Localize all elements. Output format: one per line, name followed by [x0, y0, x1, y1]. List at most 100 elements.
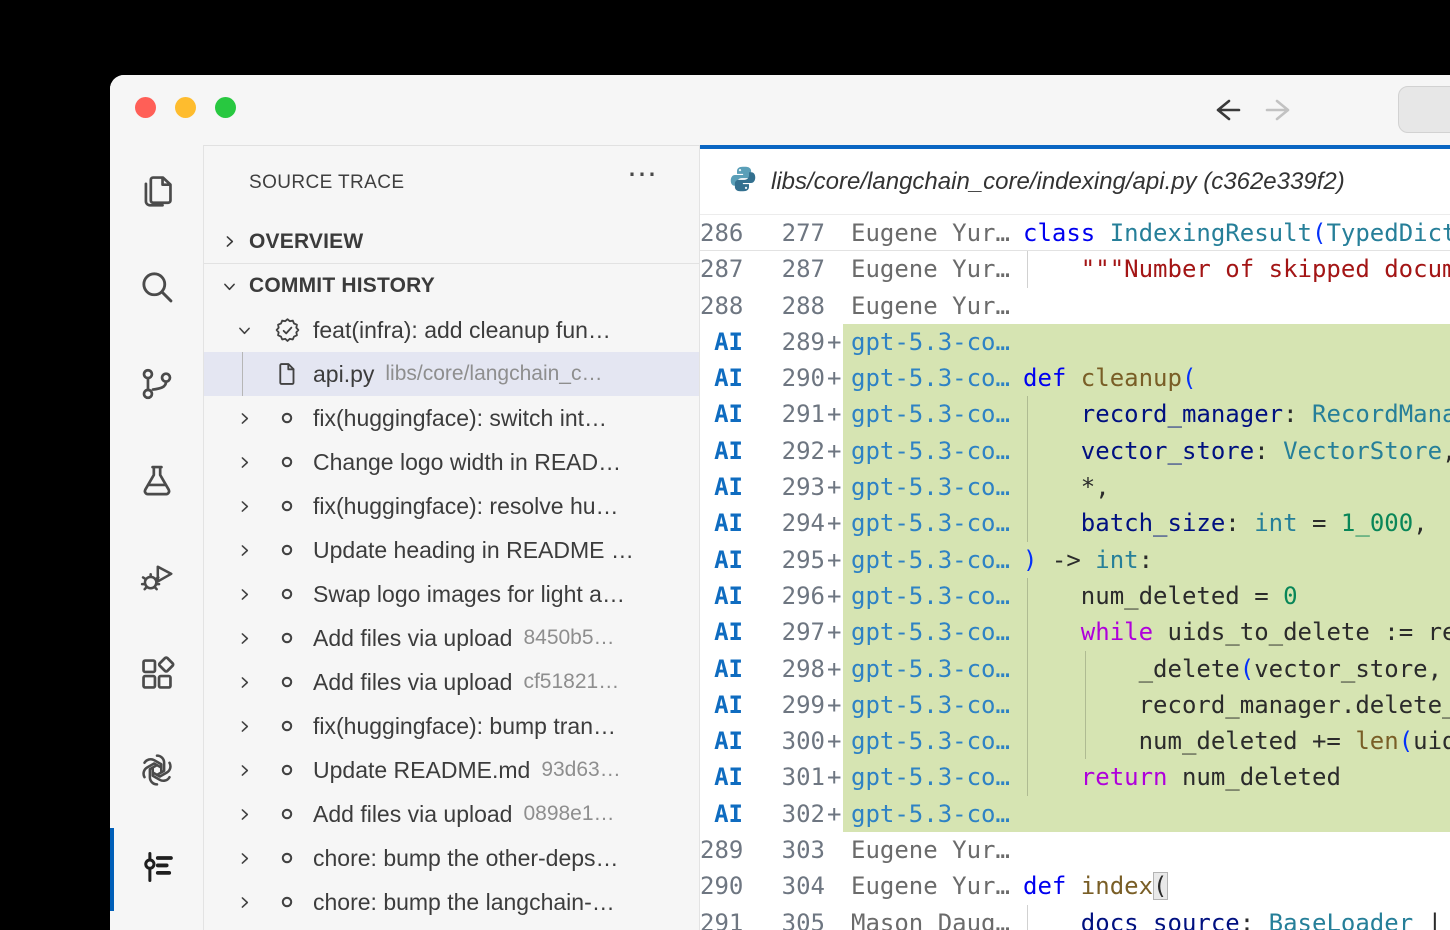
- code-token: (: [1181, 364, 1197, 393]
- chevron-down-icon: [216, 278, 242, 295]
- tree-commit-item[interactable]: chore: bump the other-deps…: [204, 836, 699, 880]
- code-line[interactable]: AI 289 + gpt-5.3-co…: [700, 323, 1450, 361]
- activity-item-explorer[interactable]: [110, 145, 203, 242]
- tree-commit-item[interactable]: Add files via upload 0898e1…: [204, 792, 699, 836]
- code-line[interactable]: AI 301 + gpt-5.3-co… return num_deleted: [700, 759, 1450, 796]
- code-token: def: [1023, 364, 1081, 393]
- tree-commit-item[interactable]: Update heading in README …: [204, 528, 699, 572]
- code-line[interactable]: AI 296 + gpt-5.3-co… num_deleted = 0: [700, 577, 1450, 615]
- blame-author: Eugene Yur…: [851, 255, 1010, 284]
- old-line-number: AI: [714, 473, 743, 502]
- tree-commit-item[interactable]: Add files via upload 8450b5…: [204, 616, 699, 660]
- old-line-number: AI: [714, 436, 743, 465]
- code-content: while uids_to_delete := rec: [1023, 614, 1450, 651]
- activity-item-source-trace[interactable]: [110, 821, 203, 918]
- tree-file-api.py[interactable]: api.py libs/core/langchain_c…: [204, 352, 699, 396]
- code-line[interactable]: 289 303 Eugene Yur…: [700, 832, 1450, 868]
- old-line-number: AI: [714, 690, 743, 719]
- source-trace-panel: SOURCE TRACE ⋯ OVERVIEW COMMIT HISTORY f…: [203, 145, 700, 930]
- arrow-left-icon: [1216, 99, 1241, 121]
- close-button[interactable]: [135, 97, 156, 118]
- code-line[interactable]: 286 277 Eugene Yur… class IndexingResult…: [700, 215, 1450, 252]
- command-center[interactable]: [1398, 86, 1450, 133]
- code-line[interactable]: AI 298 + gpt-5.3-co… _delete(vector_stor…: [700, 650, 1450, 687]
- zoom-button[interactable]: [215, 97, 236, 118]
- code-line[interactable]: AI 293 + gpt-5.3-co… *,: [700, 469, 1450, 506]
- commit-circle-icon: [270, 894, 304, 910]
- code-line[interactable]: AI 294 + gpt-5.3-co… batch_size: int = 1…: [700, 505, 1450, 542]
- added-line-marker: +: [827, 327, 842, 356]
- old-line-number: AI: [714, 545, 743, 574]
- indent-guide: [1027, 723, 1028, 760]
- tree-commit-item[interactable]: fix(huggingface): switch int…: [204, 396, 699, 440]
- old-line-number: 286: [700, 219, 744, 247]
- added-line-marker: +: [827, 364, 842, 393]
- blame-author: Eugene Yur…: [851, 291, 1010, 320]
- tree-commit-item[interactable]: Add files via upload cf51821…: [204, 660, 699, 704]
- code-token: record_manager.delete_k: [1023, 690, 1450, 719]
- tree-commit-item[interactable]: Swap logo images for light a…: [204, 572, 699, 616]
- more-actions-button[interactable]: ⋯: [627, 158, 659, 191]
- code-token: docs_source: [1080, 908, 1240, 930]
- tree-commit-item[interactable]: feat(infra): add cleanup fun…: [204, 308, 699, 352]
- code-line[interactable]: AI 302 + gpt-5.3-co…: [700, 795, 1450, 833]
- code-line[interactable]: AI 291 + gpt-5.3-co… record_manager: Rec…: [700, 396, 1450, 433]
- code-line[interactable]: AI 297 + gpt-5.3-co… while uids_to_delet…: [700, 614, 1450, 651]
- indent-guide: [1027, 614, 1028, 651]
- code-token: uids_to_delete := rec: [1167, 618, 1450, 647]
- tree-commit-item[interactable]: fix(huggingface): bump tran…: [204, 704, 699, 748]
- back-button[interactable]: [1208, 95, 1242, 125]
- activity-item-run-debug[interactable]: [110, 531, 203, 628]
- chevron-right-icon: [231, 850, 257, 867]
- forward-button[interactable]: [1264, 95, 1298, 125]
- code-token: :: [1283, 400, 1312, 429]
- code-line[interactable]: AI 300 + gpt-5.3-co… num_deleted += len(…: [700, 723, 1450, 760]
- tree-commit-item[interactable]: Change logo width in READ…: [204, 440, 699, 484]
- code-content: _delete(vector_store, u: [1023, 650, 1450, 687]
- tree-commit-item[interactable]: Update README.md 93d63…: [204, 748, 699, 792]
- blame-author: gpt-5.3-co…: [851, 400, 1010, 429]
- code-token: :: [1225, 509, 1255, 538]
- blame-author: Eugene Yur…: [851, 219, 1010, 247]
- code-line[interactable]: 288 288 Eugene Yur…: [700, 288, 1450, 324]
- indent-guide: [1027, 904, 1028, 930]
- new-line-number: 297: [781, 618, 825, 647]
- code-content: vector_store: VectorStore,: [1023, 432, 1450, 470]
- activity-item-search[interactable]: [110, 242, 203, 339]
- added-line-marker: [825, 251, 843, 287]
- tree-commit-item[interactable]: chore: bump the langchain-…: [204, 880, 699, 924]
- activity-item-extensions[interactable]: [110, 628, 203, 725]
- search-icon: [138, 268, 176, 311]
- added-line-marker: [825, 832, 843, 868]
- section-overview[interactable]: OVERVIEW: [204, 220, 699, 264]
- section-label: OVERVIEW: [249, 229, 364, 253]
- code-line[interactable]: AI 295 + gpt-5.3-co… ) -> int:: [700, 541, 1450, 578]
- old-line-number: 290: [700, 872, 744, 901]
- activity-item-openai[interactable]: [110, 725, 203, 822]
- code-token: int: [1095, 545, 1139, 574]
- added-line-marker: [825, 905, 843, 930]
- code-line[interactable]: AI 290 + gpt-5.3-co… def cleanup(: [700, 360, 1450, 397]
- old-line-number: 291: [700, 908, 744, 930]
- code-line[interactable]: 291 305 Mason Daug… docs_source: BaseLoa…: [700, 904, 1450, 930]
- indent-guide: [1027, 396, 1028, 433]
- code-line[interactable]: AI 292 + gpt-5.3-co… vector_store: Vecto…: [700, 432, 1450, 470]
- activity-item-testing[interactable]: [110, 435, 203, 532]
- tree-commit-item[interactable]: fix(huggingface): resolve hu…: [204, 484, 699, 528]
- new-line-number: 290: [781, 364, 825, 393]
- blame-author: gpt-5.3-co…: [851, 654, 1010, 683]
- old-line-number: AI: [714, 618, 743, 647]
- indent-guide: [1027, 686, 1028, 724]
- section-commit-history[interactable]: COMMIT HISTORY: [204, 264, 699, 308]
- code-token: num_deleted +=: [1023, 727, 1356, 756]
- minimize-button[interactable]: [175, 97, 196, 118]
- added-line-marker: +: [827, 581, 842, 610]
- code-line[interactable]: AI 299 + gpt-5.3-co… record_manager.dele…: [700, 686, 1450, 724]
- code-token: num_deleted =: [1023, 581, 1284, 610]
- activity-item-source-control[interactable]: [110, 338, 203, 435]
- code-token: =: [1297, 509, 1341, 538]
- code-line[interactable]: 290 304 Eugene Yur… def index(: [700, 868, 1450, 904]
- app-window: SOURCE TRACE ⋯ OVERVIEW COMMIT HISTORY f…: [110, 75, 1450, 930]
- code-line[interactable]: 287 287 Eugene Yur… """Number of skipped…: [700, 251, 1450, 288]
- blame-author: gpt-5.3-co…: [851, 327, 1010, 356]
